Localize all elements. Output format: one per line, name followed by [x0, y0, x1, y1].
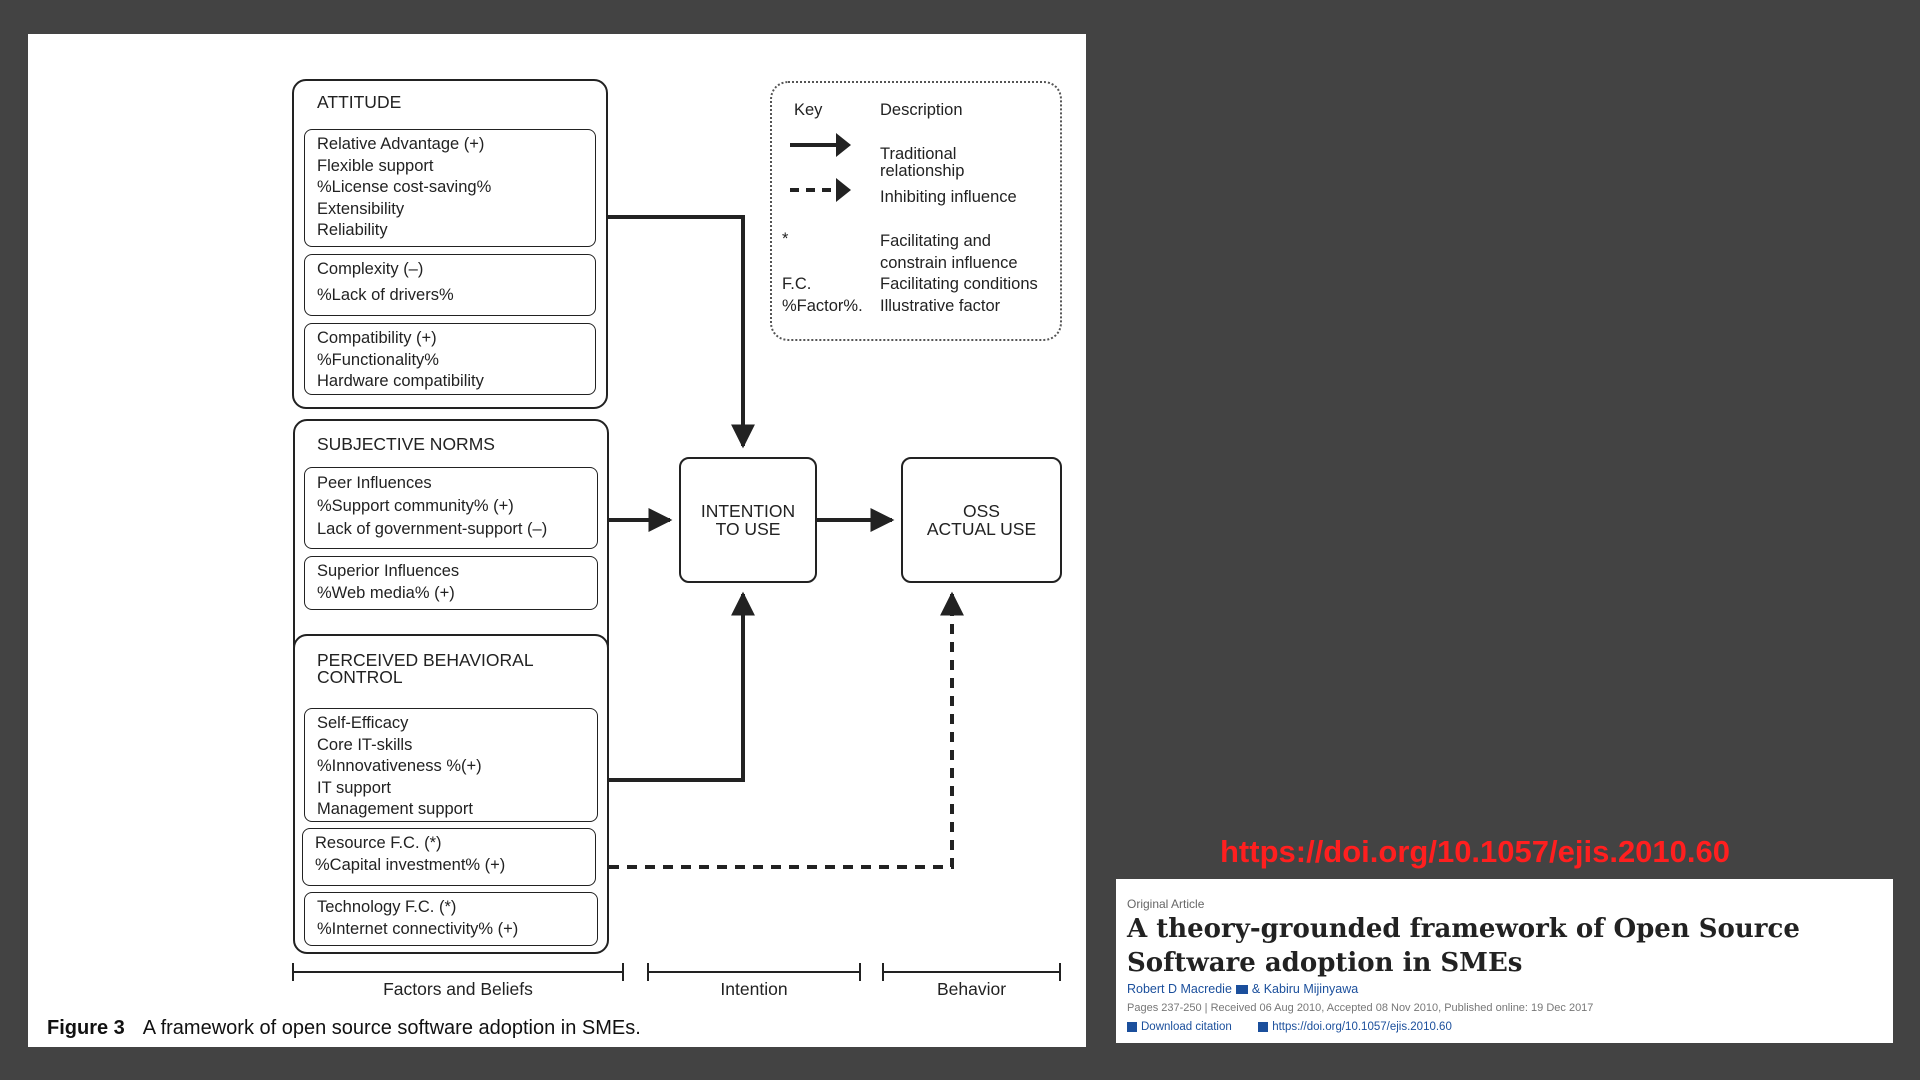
key-legend-box: Key Description Traditional relationship… [770, 81, 1062, 341]
article-card: Original Article A theory-grounded frame… [1116, 879, 1893, 1043]
factor-line: %Capital investment% (+) [315, 855, 506, 874]
factor-line: Complexity (–) [317, 260, 424, 278]
key-traditional-line1: Traditional [880, 145, 957, 163]
article-authors: Robert D Macredie & Kabiru Mijinyawa [1127, 982, 1358, 996]
pbc-group-technology-fc: Technology F.C. (*) %Internet connectivi… [304, 892, 598, 946]
factor-line: Resource F.C. (*) [315, 834, 442, 852]
article-links: Download citation https://doi.org/10.105… [1127, 1021, 1452, 1033]
actual-use-line2: ACTUAL USE [926, 519, 1037, 539]
stage-label-intention: Intention [720, 979, 788, 999]
factor-line: Peer Influences [317, 474, 432, 492]
key-solid-arrow-icon [790, 133, 851, 157]
key-symbol-star: * [782, 230, 789, 248]
attitude-to-intention-arrow [608, 215, 755, 449]
article-type: Original Article [1127, 897, 1205, 911]
attitude-box: ATTITUDE Relative Advantage (+) Flexible… [292, 79, 608, 409]
factor-line: Superior Influences [317, 562, 460, 580]
factor-line: Flexible support [317, 156, 434, 175]
key-symbol-factor: %Factor%. [782, 297, 863, 315]
pbc-title-line2: CONTROL [317, 667, 403, 687]
intention-to-use-box: INTENTION TO USE [679, 457, 817, 583]
author-link[interactable]: & Kabiru Mijinyawa [1251, 982, 1359, 996]
factor-line: Relative Advantage (+) [317, 135, 485, 153]
factor-line: Lack of government-support (–) [317, 520, 548, 538]
factor-line: %Internet connectivity% (+) [317, 919, 519, 938]
factor-line: Reliability [317, 221, 388, 239]
subjective-group-peer: Peer Influences %Support community% (+) … [304, 467, 598, 549]
key-header-description: Description [880, 101, 963, 119]
stage-label-factors: Factors and Beliefs [383, 979, 533, 999]
pbc-group-self-efficacy: Self-Efficacy Core IT-skills %Innovative… [304, 708, 598, 822]
pbc-title-line1: PERCEIVED BEHAVIORAL [317, 650, 534, 670]
attitude-group-complexity: Complexity (–) %Lack of drivers% [304, 254, 596, 316]
factor-line: Self-Efficacy [317, 714, 409, 732]
factor-line: IT support [317, 778, 391, 797]
subjective-norms-box: SUBJECTIVE NORMS Peer Influences %Suppor… [293, 419, 609, 659]
factor-line: %License cost-saving% [317, 178, 492, 196]
download-citation-link[interactable]: Download citation [1141, 1021, 1232, 1033]
factor-line: Core IT-skills [317, 735, 413, 754]
mail-icon[interactable] [1235, 985, 1248, 995]
factor-line: %Lack of drivers% [317, 285, 454, 304]
key-factor-description: Illustrative factor [880, 297, 1001, 315]
key-fc-description: Facilitating conditions [880, 275, 1038, 293]
factor-line: Compatibility (+) [317, 329, 437, 347]
article-meta: Pages 237-250 | Received 06 Aug 2010, Ac… [1127, 1002, 1594, 1014]
stage-bracket-factors [292, 963, 624, 981]
figure-caption-label: Figure 3 [47, 1017, 125, 1039]
pbc-group-resource-fc: Resource F.C. (*) %Capital investment% (… [302, 828, 596, 886]
control-to-intention-arrow [609, 591, 755, 782]
attitude-group-relative-advantage: Relative Advantage (+) Flexible support … [304, 129, 596, 247]
stage-bracket-intention [647, 963, 861, 981]
stage-label-behavior: Behavior [936, 979, 1007, 999]
key-dashed-arrow-icon [790, 178, 851, 202]
figure-caption: Figure 3 A framework of open source softw… [47, 1017, 641, 1040]
actual-use-line1: OSS [963, 501, 1000, 521]
subjective-norms-title: SUBJECTIVE NORMS [317, 434, 495, 454]
factor-line: %Web media% (+) [317, 583, 455, 602]
factor-line: %Functionality% [317, 350, 439, 369]
factor-line: Hardware compatibility [317, 372, 484, 390]
attitude-title: ATTITUDE [317, 92, 402, 112]
attitude-group-compatibility: Compatibility (+) %Functionality% Hardwa… [304, 323, 596, 395]
key-facilitating-line2: constrain influence [880, 254, 1018, 272]
intention-line2: TO USE [715, 519, 781, 539]
factor-line: %Support community% (+) [317, 497, 514, 515]
factor-line: Management support [317, 800, 473, 818]
article-doi-link[interactable]: https://doi.org/10.1057/ejis.2010.60 [1272, 1021, 1452, 1033]
article-title: A theory-grounded framework of Open Sour… [1127, 914, 1800, 978]
figure-panel: ATTITUDE Relative Advantage (+) Flexible… [28, 34, 1086, 1047]
factor-line: %Innovativeness %(+) [317, 757, 482, 775]
oss-actual-use-box: OSS ACTUAL USE [901, 457, 1062, 583]
intention-line1: INTENTION [700, 501, 796, 521]
external-link-icon [1258, 1021, 1269, 1032]
perceived-behavioral-control-box: PERCEIVED BEHAVIORAL CONTROL Self-Effica… [293, 634, 609, 954]
resource-fc-to-actual-use-dashed-arrow [609, 591, 964, 869]
stage-bracket-behavior [882, 963, 1061, 981]
quote-icon [1127, 1021, 1137, 1032]
key-symbol-fc: F.C. [782, 275, 812, 293]
figure-caption-text: A framework of open source software adop… [142, 1017, 641, 1039]
key-facilitating-line1: Facilitating and [880, 232, 991, 250]
author-link[interactable]: Robert D Macredie [1127, 982, 1232, 996]
key-inhibiting: Inhibiting influence [880, 188, 1017, 206]
diagram-connectors [292, 133, 1061, 981]
factor-line: Technology F.C. (*) [317, 898, 457, 916]
subjective-group-superior: Superior Influences %Web media% (+) [304, 556, 598, 610]
doi-link[interactable]: https://doi.org/10.1057/ejis.2010.60 [1220, 834, 1731, 869]
key-traditional-line2: relationship [880, 162, 965, 180]
factor-line: Extensibility [317, 199, 405, 218]
key-header-key: Key [794, 101, 823, 119]
